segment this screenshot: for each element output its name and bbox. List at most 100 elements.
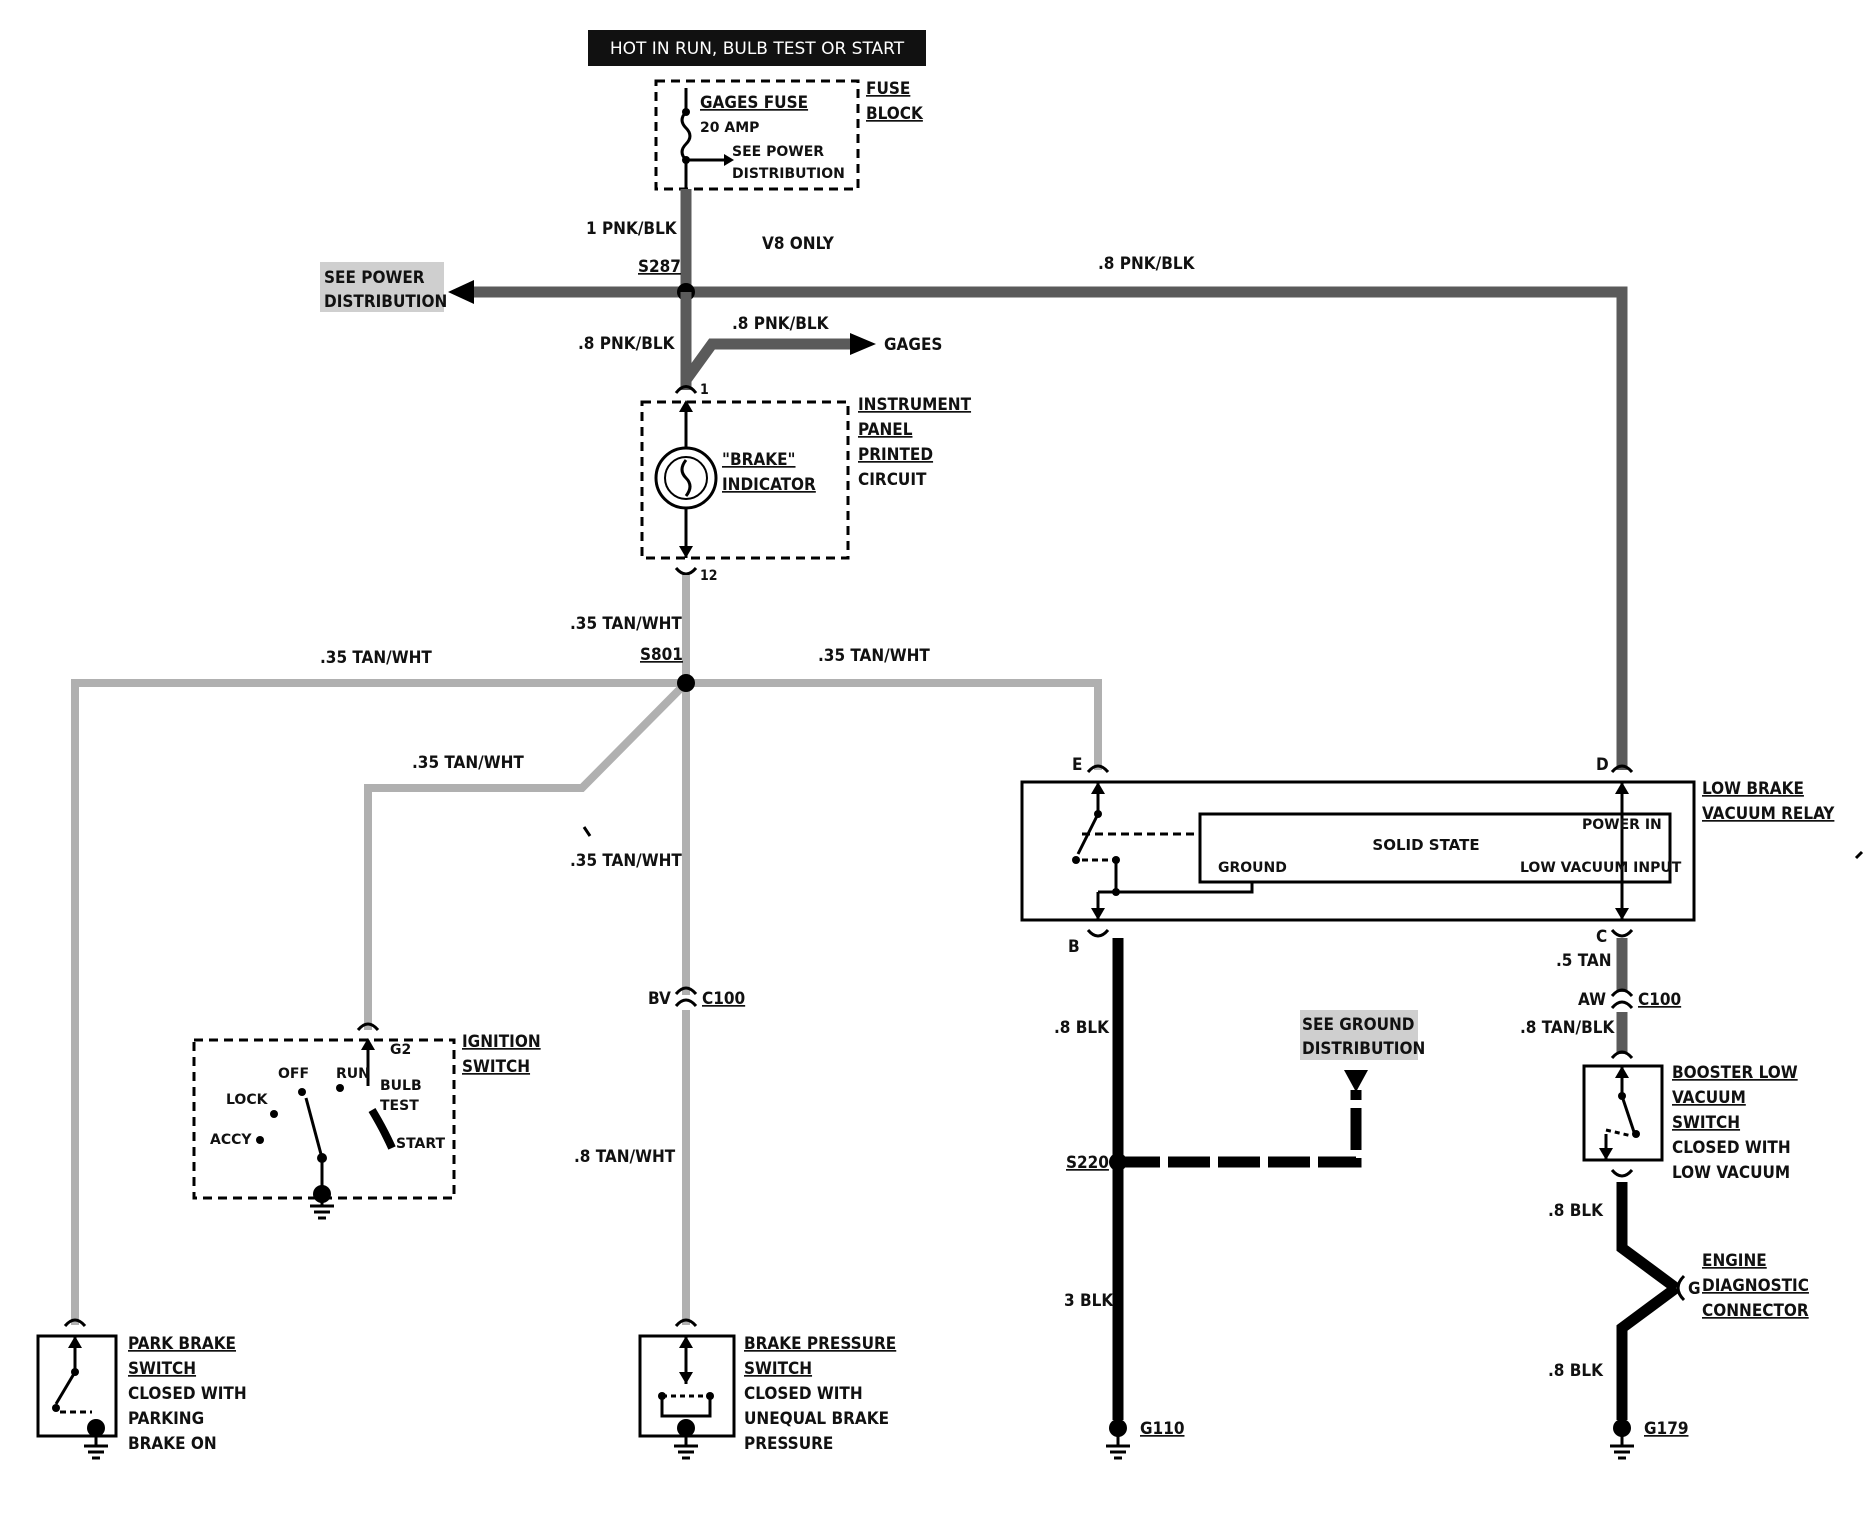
wire-label-8blk-b: .8 BLK <box>1054 1018 1110 1038</box>
wire-label-8tanwht: .8 TAN/WHT <box>574 1147 676 1167</box>
see-ground-highlight <box>1300 1010 1418 1060</box>
relay-pin-b-connector-icon <box>1086 928 1110 938</box>
wire-label-8tanblk: .8 TAN/BLK <box>1520 1018 1616 1038</box>
ign-g2-connector-icon <box>356 1022 380 1032</box>
ignition-label-1: IGNITION <box>462 1032 541 1052</box>
wire-label-35tanwht-right: .35 TAN/WHT <box>818 646 930 666</box>
wire-8pnkblk-to-relay-d <box>686 286 1628 770</box>
relay-pin-e: E <box>1072 755 1082 775</box>
wire-label-35tanwht-center: .35 TAN/WHT <box>570 851 682 871</box>
ign-pivot <box>317 1153 327 1163</box>
park-brake-arm-icon <box>54 1371 77 1405</box>
relay-d-arrow-icon <box>1615 782 1629 794</box>
wire-label-8pnkblk-right: .8 PNK/BLK <box>1098 254 1196 274</box>
wire-label-8blk-r2: .8 BLK <box>1548 1361 1604 1381</box>
stray-mark <box>582 826 592 837</box>
relay-pin-b: B <box>1068 937 1080 957</box>
ign-start: START <box>396 1136 446 1152</box>
gages-arrowhead-icon <box>850 333 876 355</box>
booster-arrow-in-icon <box>1615 1066 1629 1078</box>
g179-label: G179 <box>1644 1419 1688 1439</box>
ign-lock-contact <box>270 1110 278 1118</box>
wire-8blk-booster-to-diag <box>1616 1182 1680 1293</box>
g110-label: G110 <box>1140 1419 1184 1439</box>
fuse-block-label-1: FUSE <box>866 79 910 99</box>
ignition-switch-box <box>192 1038 456 1200</box>
fuse-arrowhead-icon <box>724 154 734 166</box>
low-brake-vacuum-relay-box <box>1020 780 1696 922</box>
wire-s220-to-ground-dist <box>1118 1090 1362 1168</box>
splice-s287-label: S287 <box>638 257 681 277</box>
g179-ground-icon <box>1610 1436 1634 1460</box>
c100-right-connector-bottom-icon <box>1610 1000 1634 1010</box>
wire-8blk-diag-to-g179 <box>1616 1283 1680 1420</box>
booster-line4: CLOSED WITH <box>1672 1138 1791 1158</box>
see-ground-2: DISTRIBUTION <box>1302 1039 1425 1059</box>
ip-label-4: CIRCUIT <box>858 470 927 490</box>
wire-label-8pnkblk-gages: .8 PNK/BLK <box>732 314 830 334</box>
relay-low-vacuum-input: LOW VACUUM INPUT <box>1520 860 1682 876</box>
g110-ground-dot <box>1109 1419 1127 1437</box>
header-text: HOT IN RUN, BULB TEST OR START <box>610 39 905 59</box>
wire-8pnkblk-gages <box>681 338 852 384</box>
park-brake-arrow-icon <box>68 1336 82 1348</box>
instrument-panel-box <box>640 400 850 560</box>
ign-arrow-in-icon <box>361 1038 375 1050</box>
brake-pressure-ground-icon <box>674 1436 698 1460</box>
g179-ground-dot <box>1613 1419 1631 1437</box>
wire-35tanwht-left <box>71 679 686 1325</box>
ip-pin-12: 12 <box>700 568 718 584</box>
ignition-label-2: SWITCH <box>462 1057 530 1077</box>
fuse-see-power-2: DISTRIBUTION <box>732 166 845 182</box>
relay-c-arrow-icon <box>1615 908 1629 920</box>
see-ground-1: SEE GROUND <box>1302 1015 1414 1035</box>
relay-pin-d: D <box>1596 755 1609 775</box>
park-brake-line2: SWITCH <box>128 1359 196 1379</box>
relay-pin-d-connector-icon <box>1610 764 1634 774</box>
ign-run: RUN <box>336 1066 370 1082</box>
brake-indicator-label-1: "BRAKE" <box>722 450 796 470</box>
diag-line3: CONNECTOR <box>1702 1301 1809 1321</box>
wire-label-5tan: .5 TAN <box>1556 951 1612 971</box>
relay-pin-c: C <box>1596 927 1607 947</box>
see-power-left-arrow-icon <box>448 280 474 304</box>
relay-b-arrow-icon <box>1091 908 1105 920</box>
splice-s801-label: S801 <box>640 645 683 665</box>
brake-pressure-ground-dot <box>677 1419 695 1437</box>
ign-ground-icon <box>310 1196 334 1220</box>
park-brake-line5: BRAKE ON <box>128 1434 217 1454</box>
ip-label-1: INSTRUMENT <box>858 395 972 415</box>
g110-ground-icon <box>1106 1436 1130 1460</box>
c100-center-name: C100 <box>702 989 745 1009</box>
wire-label-8pnkblk-down: .8 PNK/BLK <box>578 334 676 354</box>
brake-pressure-connector-icon <box>674 1318 698 1328</box>
brake-pressure-line2: SWITCH <box>744 1359 812 1379</box>
wire-label-3blk: 3 BLK <box>1064 1291 1114 1311</box>
corner-mark <box>1854 850 1864 860</box>
diag-pin: G <box>1688 1279 1701 1299</box>
ip-arrow-top-icon <box>679 400 693 412</box>
brake-pressure-line1: BRAKE PRESSURE <box>744 1334 896 1354</box>
diag-line1: ENGINE <box>1702 1251 1767 1271</box>
booster-line5: LOW VACUUM <box>1672 1163 1790 1183</box>
wire-label-35tanwht-ign: .35 TAN/WHT <box>412 753 524 773</box>
relay-switch-pivot <box>1072 856 1080 864</box>
brake-pressure-line5: PRESSURE <box>744 1434 833 1454</box>
ip-label-2: PANEL <box>858 420 913 440</box>
ign-pin-g2: G2 <box>390 1042 411 1058</box>
wire-label-35tanwht-top: .35 TAN/WHT <box>570 614 682 634</box>
solid-state-module-box <box>1198 812 1672 884</box>
wire-label-8blk-r1: .8 BLK <box>1548 1201 1604 1221</box>
booster-arrow-out-icon <box>1599 1148 1613 1160</box>
relay-ground: GROUND <box>1218 860 1287 876</box>
fuse-rating: 20 AMP <box>700 120 759 136</box>
brake-indicator-label-2: INDICATOR <box>722 475 816 495</box>
gages-label: GAGES <box>884 335 942 355</box>
relay-ground-node <box>1112 888 1120 896</box>
ign-lock: LOCK <box>226 1092 269 1108</box>
wire-35tanwht-ignition <box>364 680 689 1030</box>
fuse-name: GAGES FUSE <box>700 93 808 113</box>
relay-label-2: VACUUM RELAY <box>1702 804 1835 824</box>
fuse-terminal-top <box>682 108 690 116</box>
c100-right-name: C100 <box>1638 990 1681 1010</box>
